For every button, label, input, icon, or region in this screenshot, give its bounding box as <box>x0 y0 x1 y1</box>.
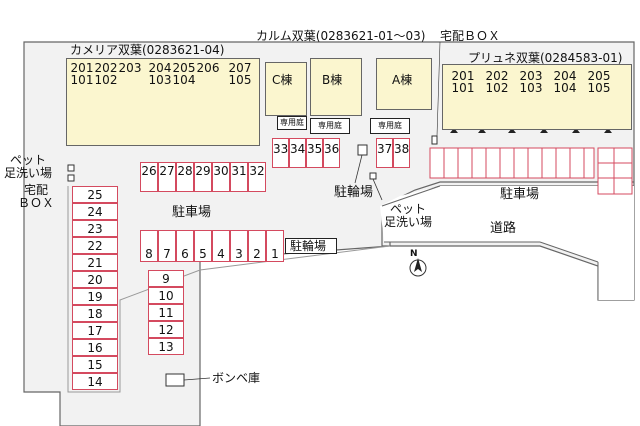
puryune-unit-bottom: 105 <box>587 81 611 95</box>
parking-slot: 6 <box>176 230 194 262</box>
north-label: N <box>410 249 418 259</box>
garden-a-label: 専用庭 <box>378 121 402 130</box>
parking-slot: 27 <box>158 162 176 192</box>
kameria-unit-bottom: 104 <box>172 73 196 87</box>
parking-slot: 37 <box>376 138 393 168</box>
parking-slot: 13 <box>148 338 184 355</box>
puryune-unit-top: 205 <box>587 69 611 83</box>
kameria-unit-top: 207 <box>228 61 252 75</box>
north-arrow-icon <box>409 258 427 277</box>
parking-slot: 29 <box>194 162 212 192</box>
parking-slot: 8 <box>140 230 158 262</box>
gas-storage-label: ボンベ庫 <box>212 371 261 385</box>
kameria-unit-bottom: 102 <box>94 73 118 87</box>
parking-slot: 4 <box>212 230 230 262</box>
puryune-unit-bottom: 101 <box>451 81 475 95</box>
pet-wash-mid-label: ペット 足洗い場 <box>384 202 433 229</box>
building-a-label: A棟 <box>392 73 413 87</box>
parking-slot: 19 <box>72 288 118 305</box>
kameria-unit-top: 206 <box>196 61 220 75</box>
building-b-label: B棟 <box>322 73 343 87</box>
parking-slot: 33 <box>272 138 289 168</box>
parking-slot: 35 <box>306 138 323 168</box>
parking-slot: 1 <box>266 230 284 262</box>
kameria-unit-bottom: 105 <box>228 73 252 87</box>
kameria-unit-top: 201 <box>70 61 94 75</box>
puryune-unit-top: 202 <box>485 69 509 83</box>
parking-slot: 25 <box>72 186 118 203</box>
parking-slot: 20 <box>72 271 118 288</box>
parking-slot: 10 <box>148 287 184 304</box>
parking-slot: 16 <box>72 339 118 356</box>
kameria-unit-top: 205 <box>172 61 196 75</box>
parking-slot: 36 <box>323 138 340 168</box>
building-b <box>310 58 362 116</box>
kameria-unit-bottom: 101 <box>70 73 94 87</box>
parking-slot: 23 <box>72 220 118 237</box>
parking-slot: 34 <box>289 138 306 168</box>
karumu-title: カルム双葉(0283621-01～03) <box>256 29 426 43</box>
delivery-box-top-label: 宅配ＢＯＸ <box>440 29 501 43</box>
kameria-title: カメリア双葉(0283621-04) <box>70 43 225 57</box>
parking-slot: 15 <box>72 356 118 373</box>
road-label: 道路 <box>490 221 517 236</box>
puryune-title: プリュネ双葉(0284583-01) <box>468 51 623 65</box>
parking-slot: 22 <box>72 237 118 254</box>
puryune-unit-bottom: 102 <box>485 81 509 95</box>
parking-slot: 18 <box>72 305 118 322</box>
garden-b <box>310 118 350 134</box>
parking-slot: 17 <box>72 322 118 339</box>
parking-slot: 9 <box>148 270 184 287</box>
garden-a <box>370 118 410 134</box>
parking-right-label: 駐車場 <box>500 187 540 202</box>
building-a <box>376 58 432 110</box>
parking-slot: 26 <box>140 162 158 192</box>
kameria-unit-bottom: 103 <box>148 73 172 87</box>
delivery-box-left-label: 宅配 ＢＯＸ <box>18 183 55 210</box>
parking-slot: 14 <box>72 373 118 390</box>
parking-slot: 2 <box>248 230 266 262</box>
parking-slot: 32 <box>248 162 266 192</box>
parking-slot: 21 <box>72 254 118 271</box>
parking-center-label: 駐車場 <box>172 205 212 220</box>
parking-slot: 31 <box>230 162 248 192</box>
kameria-unit-top: 203 <box>118 61 142 75</box>
parking-slot: 3 <box>230 230 248 262</box>
puryune-unit-bottom: 103 <box>519 81 543 95</box>
puryune-building <box>442 64 632 130</box>
garden-b-label: 専用庭 <box>318 121 342 130</box>
bicycle-lower-label: 駐輪場 <box>290 239 327 253</box>
bicycle-lower-box <box>285 238 337 254</box>
parking-slot: 5 <box>194 230 212 262</box>
puryune-unit-top: 203 <box>519 69 543 83</box>
parking-slot: 11 <box>148 304 184 321</box>
garden-c-label: 専用庭 <box>280 118 304 127</box>
building-c-label: C棟 <box>272 73 293 87</box>
puryune-unit-top: 204 <box>553 69 577 83</box>
puryune-unit-bottom: 104 <box>553 81 577 95</box>
bicycle-mid-label: 駐輪場 <box>334 185 374 200</box>
parking-slot: 28 <box>176 162 194 192</box>
kameria-unit-top: 202 <box>94 61 118 75</box>
building-c <box>265 62 307 116</box>
kameria-building <box>66 58 260 146</box>
parking-slot: 12 <box>148 321 184 338</box>
pet-wash-left-label: ペット 足洗い場 <box>4 153 53 180</box>
parking-slot: 30 <box>212 162 230 192</box>
parking-slot: 24 <box>72 203 118 220</box>
parking-slot: 7 <box>158 230 176 262</box>
puryune-unit-top: 201 <box>451 69 475 83</box>
garden-c <box>277 116 307 130</box>
kameria-unit-top: 204 <box>148 61 172 75</box>
parking-slot: 38 <box>393 138 410 168</box>
